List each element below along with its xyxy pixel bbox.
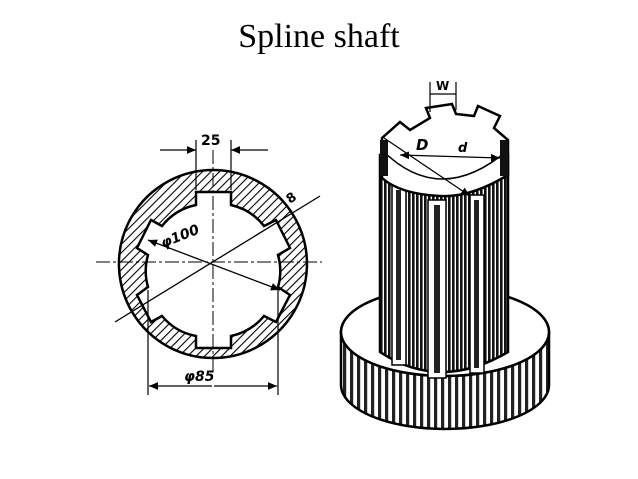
dim-minor-diameter: φ85	[184, 369, 215, 385]
dim-spline-width: 25	[201, 133, 220, 149]
label-width: W	[436, 79, 449, 93]
dim-major-diameter: φ100	[159, 222, 202, 252]
isometric-view: D d W	[339, 79, 551, 431]
label-minor-diameter: d	[458, 141, 468, 156]
cross-section-view: 25 φ100 8 φ85	[96, 133, 322, 395]
label-major-diameter: D	[416, 136, 428, 154]
slide-title: Spline shaft	[238, 18, 400, 55]
